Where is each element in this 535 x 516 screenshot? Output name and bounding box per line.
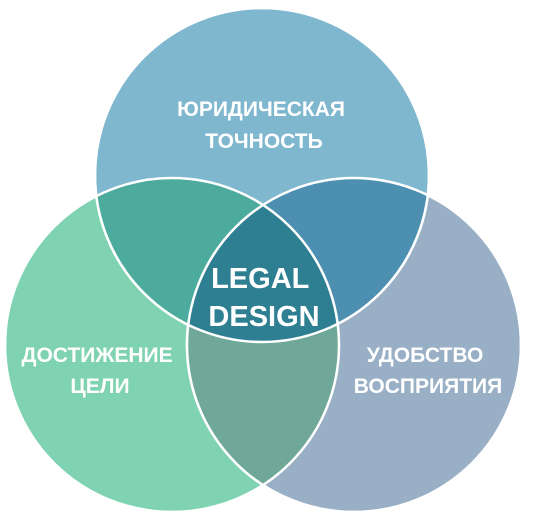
circle-right-outline (185, 176, 523, 514)
label-right-line-2: ВОСПРИЯТИЯ (354, 375, 502, 398)
label-center: LEGAL DESIGN (208, 263, 319, 333)
circle-left-outline (3, 176, 341, 514)
circle-top-outline (93, 6, 431, 344)
label-left: ДОСТИЖЕНИЕ ЦЕЛИ (22, 344, 179, 398)
label-left-line-2: ЦЕЛИ (70, 375, 129, 398)
label-top-line-1: ЮРИДИЧЕСКАЯ (177, 98, 345, 121)
label-left-line-1: ДОСТИЖЕНИЕ (22, 344, 173, 367)
overlap-center (187, 178, 339, 342)
label-right: УДОБСТВО ВОСПРИЯТИЯ (354, 344, 502, 398)
label-top: ЮРИДИЧЕСКАЯ ТОЧНОСТЬ (177, 98, 351, 153)
label-top-line-2: ТОЧНОСТЬ (205, 130, 322, 153)
label-center-line-2: DESIGN (208, 301, 319, 333)
label-right-line-1: УДОБСТВО (367, 344, 484, 367)
label-center-line-1: LEGAL (211, 263, 309, 295)
